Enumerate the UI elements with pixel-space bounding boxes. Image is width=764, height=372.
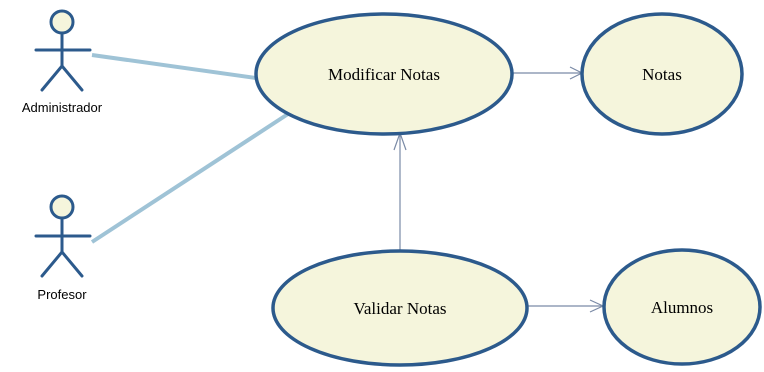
use-case-modificar-notas-label: Modificar Notas	[328, 65, 440, 84]
use-case-validar-notas-label: Validar Notas	[353, 299, 446, 318]
use-case-notas-label: Notas	[642, 65, 682, 84]
use-case-modificar-notas-ellipse	[254, 12, 514, 136]
actor-administrador[interactable]: Administrador	[22, 9, 103, 115]
association-profesor-modificar-notas	[90, 112, 290, 244]
dependency-modificar-notas-notas	[512, 66, 584, 80]
use-case-alumnos[interactable]: Alumnos	[602, 248, 762, 366]
use-case-modificar-notas[interactable]: Modificar Notas	[254, 12, 514, 136]
dependency-validar-notas-modificar-notas	[393, 131, 407, 252]
use-case-alumnos-ellipse	[602, 248, 762, 366]
use-case-validar-notas[interactable]: Validar Notas	[271, 249, 529, 367]
use-case-notas[interactable]: Notas	[580, 12, 744, 136]
use-case-notas-ellipse	[580, 12, 744, 136]
dependency-validar-notas-alumnos	[528, 299, 605, 313]
association-administrador-modificar-notas	[91, 53, 257, 80]
actor-profesor-label: Profesor	[37, 287, 87, 302]
actor-administrador-figure	[34, 9, 92, 92]
actor-profesor-figure	[34, 194, 92, 278]
actor-administrador-label: Administrador	[22, 100, 103, 115]
use-case-alumnos-label: Alumnos	[651, 298, 713, 317]
actor-profesor[interactable]: Profesor	[34, 194, 92, 302]
use-case-validar-notas-ellipse	[271, 249, 529, 367]
